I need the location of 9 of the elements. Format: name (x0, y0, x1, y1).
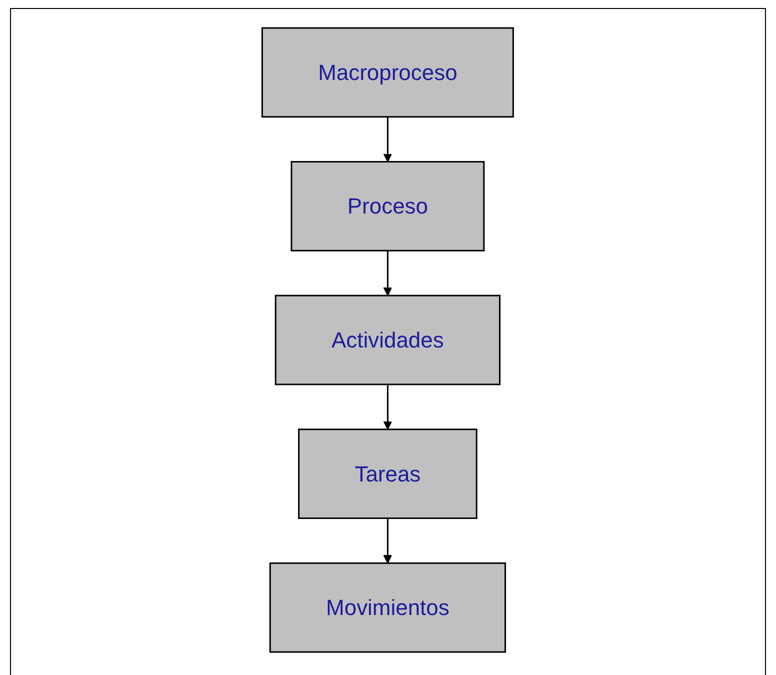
arrow (384, 250, 392, 296)
node-box: Macroproceso (262, 27, 514, 118)
node-box: Tareas (298, 428, 478, 519)
arrow (384, 518, 392, 564)
node-box: Movimientos (270, 562, 506, 653)
node-box: Proceso (291, 161, 485, 252)
arrow (384, 384, 392, 430)
node-box: Actividades (275, 294, 501, 386)
arrow (384, 116, 392, 162)
